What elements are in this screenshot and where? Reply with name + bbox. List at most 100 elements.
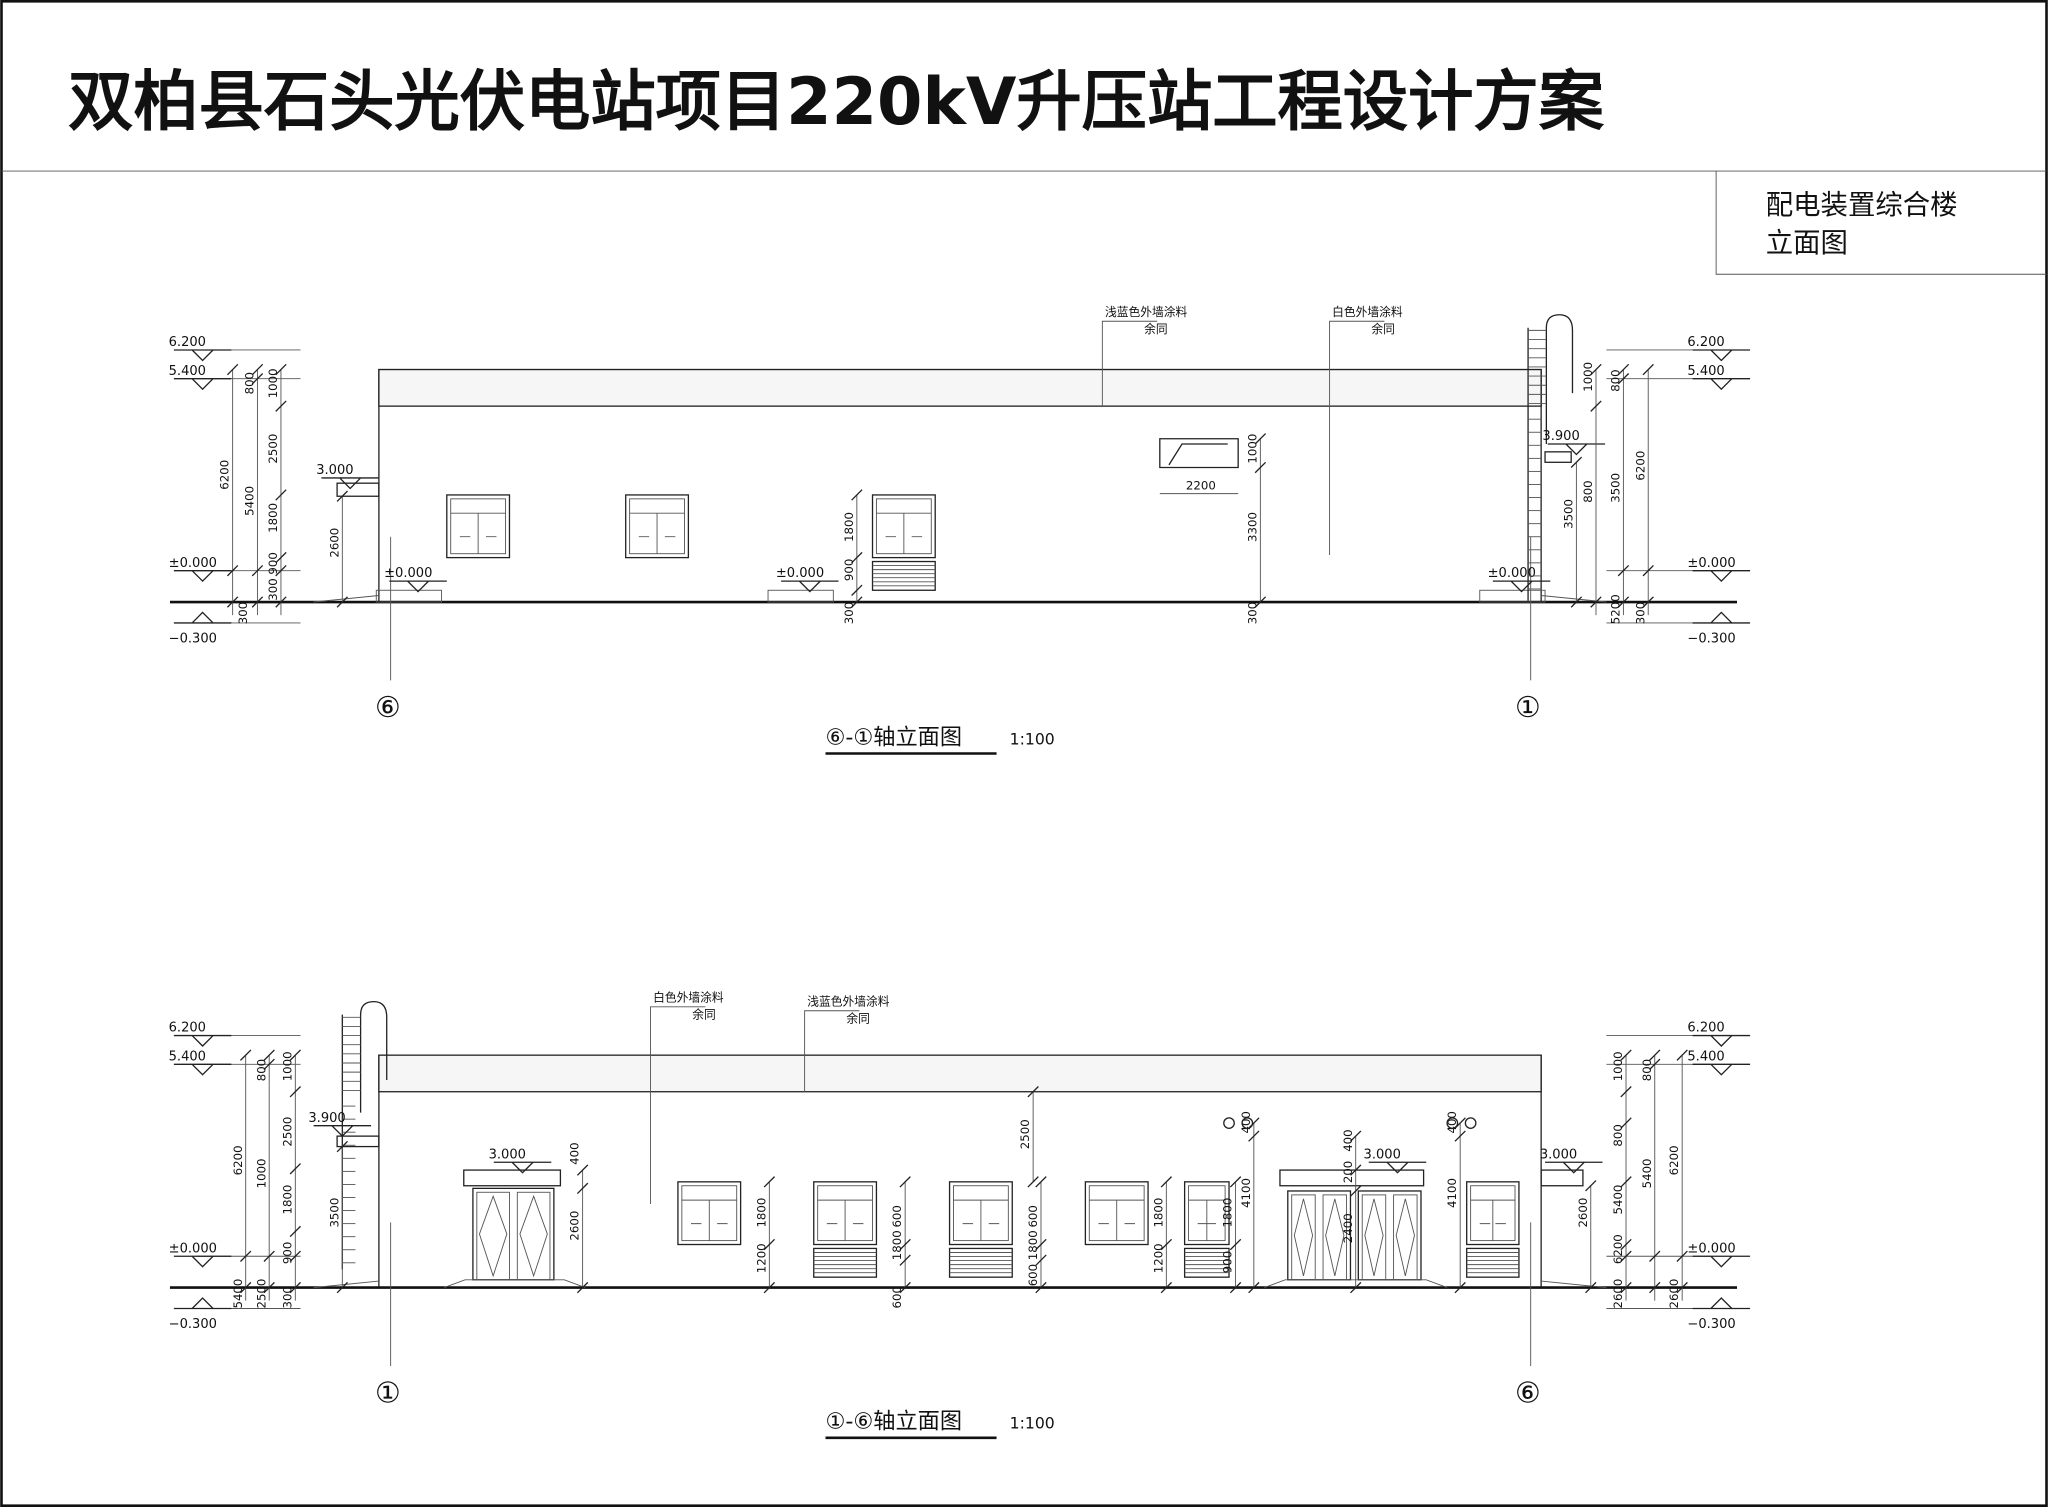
window <box>625 494 690 559</box>
wall-lamp <box>1241 1117 1254 1129</box>
window <box>871 494 936 559</box>
dimension-label: 800 <box>254 1059 268 1081</box>
dimension-tick <box>1585 1281 1597 1294</box>
dimension-tick <box>1248 1281 1260 1294</box>
dimension-label: 2500 <box>280 1117 294 1147</box>
dimension-tick <box>289 1225 301 1238</box>
window <box>1183 1181 1230 1246</box>
elevation-marker <box>1368 1161 1427 1174</box>
elevation-label: 3.000 <box>489 1147 526 1162</box>
dimension-label: 800 <box>1640 1059 1654 1081</box>
project-title: 双柏县石头光伏电站项目220kV升压站工程设计方案 <box>68 64 1605 140</box>
dimension-label: 900 <box>1221 1251 1235 1273</box>
dimension-tick <box>1649 1250 1661 1262</box>
dimension-tick <box>1570 456 1583 468</box>
view-scale: 1:100 <box>1010 729 1055 748</box>
dimension-label: 6200 <box>231 1145 245 1175</box>
wall-lamp <box>1446 1117 1459 1129</box>
leader-line <box>804 1010 860 1092</box>
door <box>472 1187 555 1281</box>
canopy <box>463 1169 562 1187</box>
dimension-tick <box>576 1164 589 1176</box>
dimension-label: 4100 <box>1239 1178 1253 1208</box>
dimension-tick <box>251 363 264 376</box>
dimension-tick <box>263 1281 275 1294</box>
dimension-label: 6200 <box>218 460 232 490</box>
dimension-tick <box>1617 363 1630 376</box>
window <box>677 1181 742 1246</box>
dimension-label: 5400 <box>1611 1185 1625 1215</box>
material-note: 白色外墙涂料 <box>653 991 724 1005</box>
dimension-label: 200 <box>1341 1161 1355 1183</box>
elevation-marker <box>173 349 232 362</box>
louver-vent <box>1466 1247 1520 1278</box>
step <box>375 589 443 603</box>
dimension-tick <box>1676 1281 1688 1294</box>
material-note-rest: 余同 <box>1144 322 1168 336</box>
dimension-tick <box>1035 1176 1047 1188</box>
dimension-tick <box>263 1049 275 1061</box>
dimension-tick <box>1649 1281 1661 1294</box>
canopy <box>336 1135 380 1148</box>
window <box>446 494 511 559</box>
elevation-marker <box>313 1125 372 1138</box>
dimension-label: 900 <box>266 552 280 574</box>
dimension-label: 4100 <box>1445 1178 1459 1208</box>
dimension-label: 3500 <box>1608 473 1622 503</box>
axis-bubble: ⑥ <box>375 690 401 724</box>
window <box>813 1181 878 1246</box>
dimension-tick <box>1160 1281 1173 1294</box>
dimension-tick <box>1617 373 1630 385</box>
dimension-tick <box>1590 596 1602 608</box>
dimension-label: 600 <box>890 1205 904 1227</box>
view-caption: ⑥-①轴立面图 <box>826 724 963 750</box>
wall-lamp <box>1223 1117 1235 1129</box>
elevation-marker <box>1547 443 1606 456</box>
dimension-label: 1000 <box>1581 362 1595 392</box>
elevation-marker <box>173 1034 232 1047</box>
dimension-label: 1800 <box>890 1230 904 1260</box>
dimension-label: 300 <box>1245 602 1259 624</box>
elevation-marker <box>493 1161 552 1174</box>
elevation-marker <box>173 1063 232 1076</box>
dimension-label: 3500 <box>1561 499 1575 529</box>
dimension-label: 1800 <box>1151 1198 1165 1228</box>
dimension-label: 1200 <box>754 1243 768 1273</box>
drawing-name-line2: 立面图 <box>1766 228 1848 259</box>
canopy <box>1279 1169 1425 1187</box>
dimension-label: 800 <box>1608 369 1622 391</box>
elevation-marker <box>1692 1255 1751 1268</box>
drawing-name-box <box>1715 171 2047 275</box>
dimension-tick <box>1620 1250 1632 1262</box>
dimension-label: 6200 <box>1633 451 1647 481</box>
axis-bubble: ① <box>375 1376 401 1410</box>
dimension-tick <box>251 564 264 577</box>
dimension-tick <box>899 1176 911 1188</box>
elevation-marker <box>781 580 839 593</box>
drawing-name-line1: 配电装置综合楼 <box>1766 190 1958 221</box>
dimension-tick <box>251 373 264 385</box>
dimension-tick <box>275 564 287 577</box>
dimension-tick <box>1454 1130 1466 1142</box>
dimension-tick <box>1035 1254 1047 1266</box>
dimension-tick <box>263 1250 275 1262</box>
elevation-label: −0.300 <box>169 631 217 646</box>
step <box>444 1279 586 1289</box>
dimension-label: 600 <box>890 1286 904 1308</box>
dimension-tick <box>899 1281 911 1294</box>
dimension-tick <box>289 1163 301 1175</box>
elevation-marker <box>173 378 232 391</box>
leader-line <box>1101 320 1158 407</box>
elevation-label: −0.300 <box>169 1317 217 1332</box>
dimension-tick <box>240 1281 252 1294</box>
material-note: 浅蓝色外墙涂料 <box>1105 305 1187 319</box>
dimension-label: 1000 <box>266 368 280 398</box>
dimension-label: 6200 <box>1667 1145 1681 1175</box>
elevation-marker <box>1692 1034 1751 1047</box>
material-note: 浅蓝色外墙涂料 <box>807 995 889 1009</box>
dimension-label: 800 <box>1581 480 1595 502</box>
dimension-tick <box>1350 1164 1362 1176</box>
dimension-label: 1800 <box>266 503 280 533</box>
dimension-label: 1800 <box>280 1185 294 1215</box>
dimension-tick <box>226 363 239 376</box>
